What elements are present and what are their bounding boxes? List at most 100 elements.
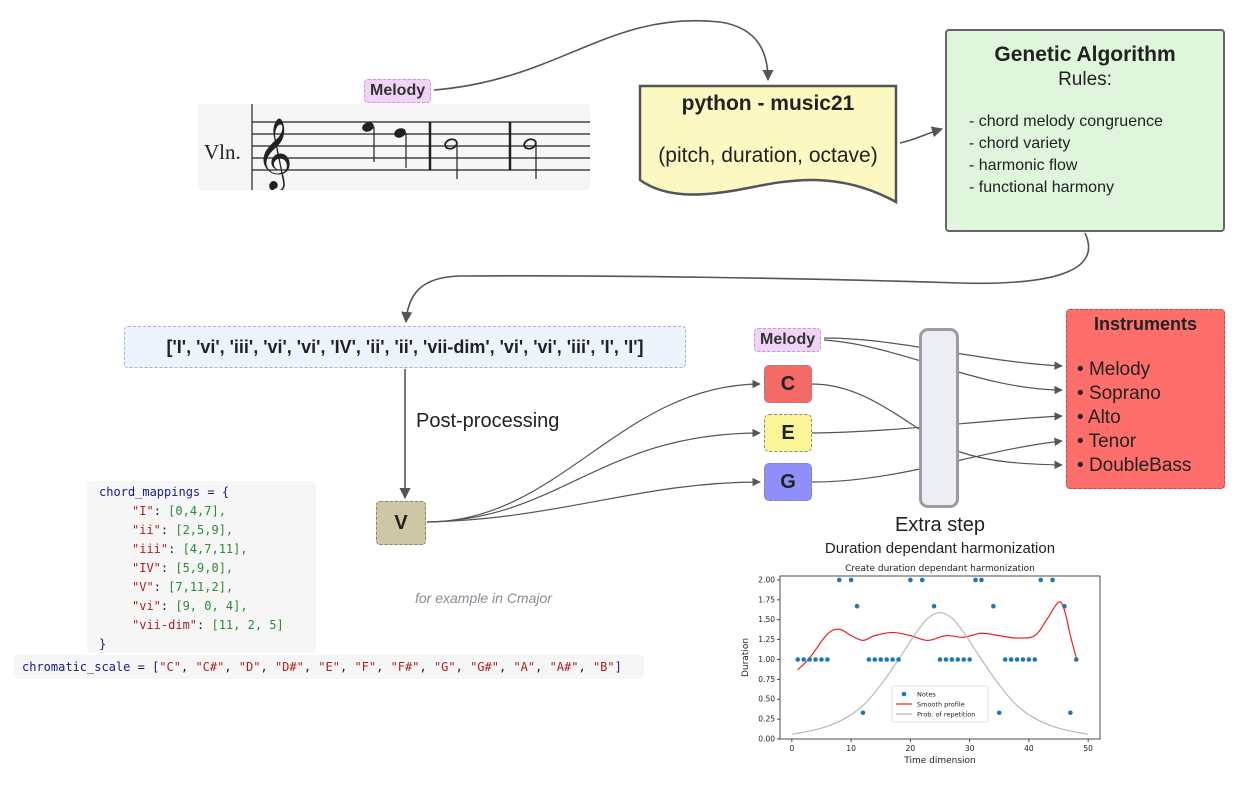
data-point xyxy=(996,710,1002,716)
data-point xyxy=(955,657,961,662)
chord-v-box: V xyxy=(376,501,426,545)
code-row: "vi": [9, 0, 4], xyxy=(132,599,248,613)
data-point xyxy=(825,657,830,662)
duration-title: Duration dependant harmonization xyxy=(824,540,1056,557)
x-tick-label: 40 xyxy=(1024,744,1034,753)
y-axis-label: Duration xyxy=(741,638,751,677)
data-point xyxy=(961,657,967,662)
chromatic-note: "G#" xyxy=(470,660,499,674)
data-point xyxy=(1014,657,1020,662)
y-tick-label: 0.75 xyxy=(758,675,775,684)
code-row: "iii": [4,7,11], xyxy=(132,542,248,556)
data-point xyxy=(884,657,889,662)
data-point xyxy=(1002,657,1008,662)
note-e-box: E xyxy=(764,414,812,452)
chromatic-var: chromatic_scale xyxy=(22,660,131,674)
music21-subtitle: (pitch, duration, octave) xyxy=(658,144,878,167)
instrument-item: • DoubleBass xyxy=(1077,455,1192,476)
instruments-title: Instruments xyxy=(1093,314,1198,334)
note-head-half xyxy=(444,138,458,150)
legend-label: Notes xyxy=(917,691,936,699)
chromatic-note: "B" xyxy=(592,660,615,674)
arrow-ga-to-sequence xyxy=(401,232,1090,324)
ga-title: Genetic Algorithm xyxy=(994,43,1176,66)
duration-chart: Create duration dependant harmonization 0… xyxy=(736,560,1106,772)
data-point xyxy=(854,603,860,609)
data-point xyxy=(801,657,807,662)
document-shape xyxy=(638,84,898,205)
code-row: "V": [7,11,2], xyxy=(132,580,234,594)
music21-title: python - music21 xyxy=(681,92,855,115)
data-point xyxy=(937,657,943,662)
chromatic-note: "F" xyxy=(354,660,377,674)
data-point xyxy=(919,577,925,583)
ga-subtitle: Rules: xyxy=(1058,69,1112,90)
data-point xyxy=(1050,577,1055,583)
staff-notation: 𝄞 xyxy=(251,104,590,192)
arrow-v-to-e xyxy=(426,428,761,523)
data-point xyxy=(943,657,949,662)
data-point xyxy=(836,577,842,583)
data-point xyxy=(890,657,895,662)
data-point xyxy=(973,577,978,583)
x-tick-label: 10 xyxy=(846,744,856,753)
postprocessing-label: Post-processing xyxy=(416,410,560,432)
chromatic-note: "F#" xyxy=(390,660,420,674)
code-row: "I": [0,4,7], xyxy=(132,504,226,518)
y-tick-label: 0.25 xyxy=(758,715,775,724)
y-tick-label: 1.25 xyxy=(758,635,775,644)
note-head xyxy=(362,122,374,132)
data-point xyxy=(860,710,866,716)
legend-label: Smooth profile xyxy=(917,701,965,709)
chromatic-note: "C#" xyxy=(195,660,225,674)
data-point xyxy=(931,603,937,609)
genetic-algorithm-box: Genetic Algorithm Rules: - chord melody … xyxy=(945,29,1225,232)
code-header: chord_mappings = { xyxy=(99,485,230,499)
music21-box: python - music21 (pitch, duration, octav… xyxy=(638,84,898,205)
data-point xyxy=(807,657,812,662)
y-tick-label: 0.00 xyxy=(758,735,775,744)
chromatic-note: "G" xyxy=(433,660,456,674)
data-point xyxy=(872,657,878,662)
melody-score: 𝄞 xyxy=(198,104,590,192)
note-g-box: G xyxy=(764,463,812,501)
data-point xyxy=(967,657,972,662)
instrument-label: Vln. xyxy=(204,140,241,164)
x-tick-label: 30 xyxy=(965,744,975,753)
chromatic-note: "A#" xyxy=(549,660,579,674)
melody-tag-2: Melody xyxy=(754,328,822,352)
data-point xyxy=(795,657,801,662)
chromatic-scale-code: chromatic_scale = ["C", "C#", "D", "D#",… xyxy=(14,655,644,679)
chart-svg: Create duration dependant harmonization 0… xyxy=(741,564,1101,766)
treble-clef-icon: 𝄞 xyxy=(256,116,293,190)
data-point xyxy=(1008,657,1014,662)
code-footer: } xyxy=(99,637,107,651)
data-point xyxy=(819,657,824,662)
ga-rule: - harmonic flow xyxy=(969,157,1078,174)
extra-step-label: Extra step xyxy=(894,514,986,536)
example-note: for example in Cmajor xyxy=(415,590,552,606)
extra-step-box xyxy=(919,328,959,508)
chromatic-note: "D#" xyxy=(274,660,304,674)
chromatic-note: "E" xyxy=(318,660,340,674)
legend-box xyxy=(891,685,989,723)
y-tick-label: 1.50 xyxy=(758,615,775,624)
chart-title: Create duration dependant harmonization xyxy=(845,564,1035,574)
note-c-box: C xyxy=(764,365,812,403)
legend-marker xyxy=(901,691,907,697)
melody-tag: Melody xyxy=(364,79,432,103)
data-point xyxy=(1068,710,1073,716)
data-point xyxy=(1032,657,1038,662)
data-point xyxy=(949,657,955,662)
ga-rule: - functional harmony xyxy=(969,179,1114,196)
instrument-item: • Soprano xyxy=(1077,383,1161,404)
arrow-music21-to-ga xyxy=(899,126,944,144)
arrow-v-to-g xyxy=(426,477,761,523)
chord-mappings-code: chord_mappings = { "I": [0,4,7], "ii": [… xyxy=(87,481,316,653)
y-tick-label: 1.75 xyxy=(758,595,775,604)
data-point xyxy=(1062,603,1067,609)
y-tick-label: 2.00 xyxy=(758,575,775,584)
data-point xyxy=(866,657,872,662)
note-head xyxy=(394,128,406,138)
y-tick-label: 0.50 xyxy=(758,695,775,704)
